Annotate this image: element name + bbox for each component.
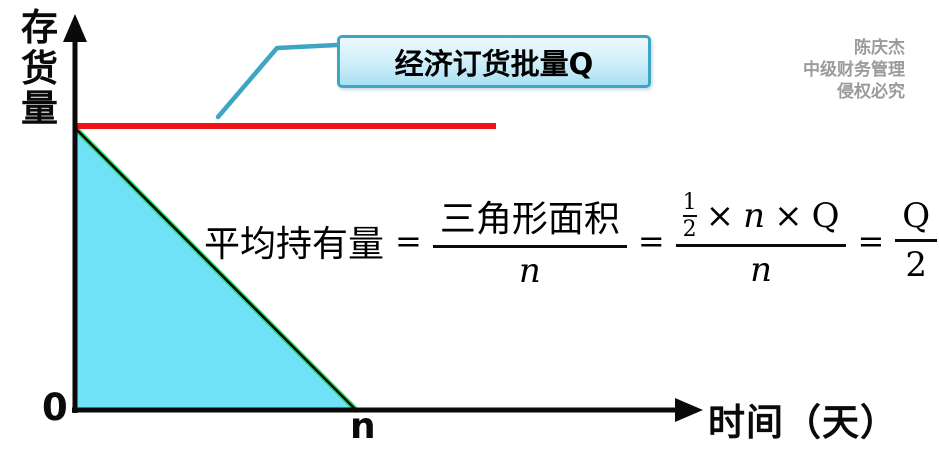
y-axis-label: 存货量 bbox=[21, 6, 58, 131]
formula-lhs: 平均持有量 bbox=[204, 223, 385, 265]
equals-sign-2: = bbox=[637, 221, 665, 260]
one-half-denominator: 2 bbox=[682, 217, 697, 242]
depletion-line-black bbox=[74, 127, 358, 412]
fraction-result: Q 2 bbox=[895, 196, 938, 285]
times-sign-2: × bbox=[774, 196, 803, 236]
fraction-area-denominator: n bbox=[518, 251, 541, 291]
fraction-bar bbox=[895, 239, 938, 242]
cycle-end-label: n bbox=[350, 406, 376, 447]
average-holding-formula: 平均持有量 = 三角形面积 n = 1 2 × n × Q n = bbox=[204, 190, 938, 291]
equals-sign-3: = bbox=[857, 221, 885, 260]
x-axis-arrowhead bbox=[675, 398, 703, 422]
fraction-expanded-numerator: 1 2 × n × Q bbox=[676, 191, 847, 241]
origin-label: 0 bbox=[42, 386, 68, 429]
times-sign-1: × bbox=[705, 196, 735, 236]
one-half-numerator: 1 bbox=[682, 189, 697, 215]
one-half-fraction: 1 2 bbox=[682, 189, 697, 242]
q-variable: Q bbox=[811, 196, 840, 236]
n-variable: n bbox=[743, 196, 766, 236]
fraction-result-numerator: Q bbox=[902, 196, 931, 236]
fraction-result-denominator: 2 bbox=[905, 245, 927, 285]
fraction-triangle-area: 三角形面积 n bbox=[432, 190, 627, 291]
watermark-line-1: 陈庆杰 bbox=[854, 38, 905, 58]
fraction-bar bbox=[432, 245, 627, 248]
one-half-bar bbox=[682, 215, 697, 217]
eoq-callout-label: 经济订货批量Q bbox=[394, 46, 594, 81]
fraction-expanded: 1 2 × n × Q n bbox=[675, 191, 847, 291]
fraction-bar bbox=[675, 244, 847, 248]
y-axis-arrowhead bbox=[63, 14, 87, 42]
fraction-expanded-denominator: n bbox=[750, 250, 772, 291]
callout-leader-line bbox=[215, 42, 340, 120]
eoq-callout-box: 经济订货批量Q bbox=[337, 35, 651, 88]
fraction-area-numerator: 三角形面积 bbox=[439, 199, 620, 240]
equals-sign-1: = bbox=[395, 221, 422, 260]
watermark: 陈庆杰 中级财务管理 侵权必究 bbox=[803, 37, 905, 103]
watermark-line-2: 中级财务管理 bbox=[803, 60, 905, 80]
x-axis-label: 时间（天） bbox=[708, 401, 898, 444]
watermark-line-3: 侵权必究 bbox=[837, 82, 905, 102]
